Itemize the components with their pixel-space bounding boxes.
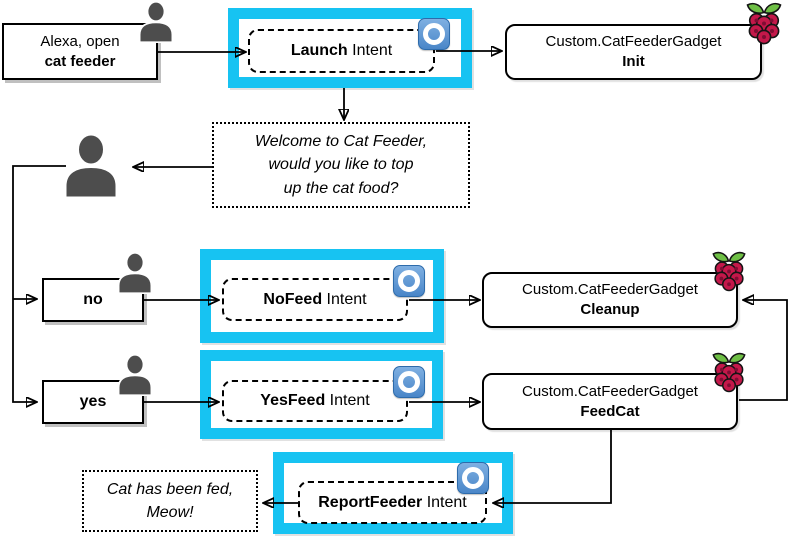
cleanup-line1: Custom.CatFeederGadget xyxy=(522,281,698,299)
yesfeed-intent-suffix: Intent xyxy=(325,392,370,409)
catfed-line1: Cat has been fed, xyxy=(106,480,234,498)
reportfeeder-intent-suffix: Intent xyxy=(422,493,467,511)
person-icon xyxy=(137,1,175,43)
yesfeed-intent-label: YesFeed Intent xyxy=(260,392,369,410)
raspberry-pi-icon xyxy=(710,350,748,393)
feedcat-line1: Custom.CatFeederGadget xyxy=(522,382,698,400)
nofeed-intent-suffix: Intent xyxy=(322,290,367,308)
yes-label: yes xyxy=(79,393,107,411)
cleanup-line2: Cleanup xyxy=(580,301,640,318)
alexa-icon xyxy=(393,366,425,398)
nofeed-intent-name: NoFeed xyxy=(263,290,323,308)
nofeed-intent-label: NoFeed Intent xyxy=(263,291,366,309)
node-init: Custom.CatFeederGadget Init xyxy=(505,24,762,80)
init-line1: Custom.CatFeederGadget xyxy=(545,33,722,51)
catfed-line2: Meow! xyxy=(146,504,194,521)
welcome-line2: would you like to top xyxy=(268,156,414,174)
person-icon xyxy=(116,354,154,396)
reportfeeder-intent-name: ReportFeeder xyxy=(318,493,423,511)
raspberry-pi-icon xyxy=(744,0,784,45)
init-line2: Init xyxy=(622,53,645,70)
node-feedcat: Custom.CatFeederGadget FeedCat xyxy=(482,373,738,430)
node-cat-fed-message: Cat has been fed, Meow! xyxy=(82,470,258,532)
node-utterance-open: Alexa, open cat feeder xyxy=(2,23,158,80)
launch-intent-suffix: Intent xyxy=(347,42,393,59)
launch-intent-name: Launch xyxy=(290,42,348,59)
alexa-icon xyxy=(457,462,489,494)
raspberry-pi-icon xyxy=(710,249,748,292)
welcome-line1: Welcome to Cat Feeder, xyxy=(254,133,428,151)
utterance-open-line2: cat feeder xyxy=(44,52,116,70)
reportfeeder-intent-label: ReportFeeder Intent xyxy=(318,494,467,512)
person-icon xyxy=(61,134,121,198)
node-reportfeeder-intent: ReportFeeder Intent xyxy=(298,481,487,524)
launch-intent-label: Launch Intent xyxy=(291,42,392,60)
node-welcome-prompt: Welcome to Cat Feeder, would you like to… xyxy=(212,122,470,208)
cyan-highlight-yesfeed xyxy=(200,350,443,439)
utterance-open-line1: Alexa, open xyxy=(40,32,120,50)
alexa-icon xyxy=(418,18,450,50)
node-nofeed-intent: NoFeed Intent xyxy=(222,278,408,321)
node-launch-intent: Launch Intent xyxy=(248,29,435,73)
feedcat-line2: FeedCat xyxy=(580,402,640,420)
node-yesfeed-intent: YesFeed Intent xyxy=(222,380,408,422)
welcome-line3: up the cat food? xyxy=(283,179,399,197)
node-cleanup: Custom.CatFeederGadget Cleanup xyxy=(482,272,738,328)
cyan-highlight-nofeed xyxy=(200,249,444,343)
yesfeed-intent-name: YesFeed xyxy=(260,392,326,409)
alexa-icon xyxy=(393,265,425,297)
no-label: no xyxy=(83,291,103,309)
person-icon xyxy=(116,252,154,294)
